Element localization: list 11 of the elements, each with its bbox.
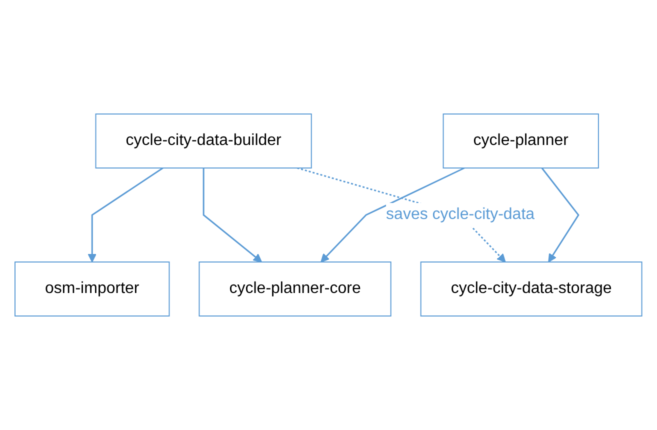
node-box: cycle-planner-core xyxy=(198,262,392,316)
node-box: cycle-planner xyxy=(442,114,600,168)
arrow xyxy=(541,168,580,262)
node-box: osm-importer xyxy=(14,262,170,316)
arrow xyxy=(202,168,262,262)
arrow xyxy=(88,167,164,262)
arrow xyxy=(297,167,506,262)
arrow xyxy=(320,167,465,262)
node-box: cycle-city-data-storage xyxy=(420,262,642,316)
node-box: cycle-city-data-builder xyxy=(95,114,312,168)
edge-label: saves cycle-city-data xyxy=(386,206,535,223)
